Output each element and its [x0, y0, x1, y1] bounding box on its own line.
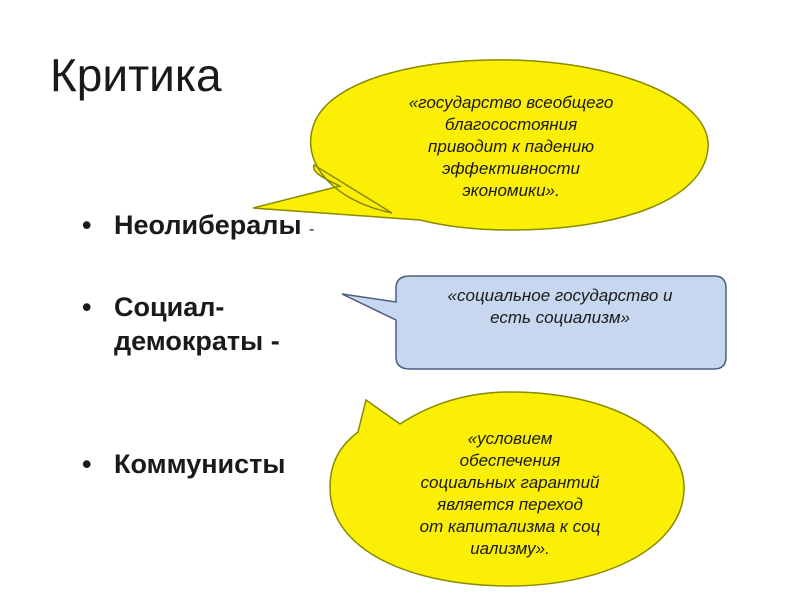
callout-line: иализму».	[470, 539, 550, 558]
callout-line: «государство всеобщего	[408, 93, 614, 112]
slide-title: Критика	[50, 49, 222, 101]
bullet-neoliberals-dash: -	[309, 221, 315, 238]
bullet-neoliberals: Неолибералы -	[82, 208, 315, 247]
callout-line: «социальное государство и	[447, 286, 673, 305]
neoliberal-callout-bubble	[252, 59, 709, 231]
bullet-communists: Коммунисты	[82, 447, 286, 481]
bullet-social-democrats-dash: -	[270, 326, 280, 356]
social-democrat-callout-bubble	[341, 275, 727, 370]
callout-line: эффективности	[441, 159, 581, 178]
bullet-neoliberals-label: Неолибералы	[114, 210, 302, 240]
bullet-social-democrats-line1: Социал-	[114, 292, 225, 322]
callout-line: социальных гарантий	[420, 473, 600, 492]
callout-line: экономики».	[462, 181, 560, 200]
bullet-social-democrats-line2: демократы	[114, 326, 264, 356]
callout-line: «условием	[467, 429, 553, 448]
social-democrat-callout-text: «социальное государство и есть социализм…	[405, 285, 715, 329]
callout-line: благосостояния	[444, 115, 578, 134]
callout-line: есть социализм»	[490, 308, 630, 327]
callout-line: является переход	[437, 495, 583, 514]
bullet-social-democrats: Социал- демократы -	[82, 290, 280, 358]
callout-line: обеспечения	[459, 451, 561, 470]
communist-callout-bubble	[329, 391, 685, 587]
bullet-communists-label: Коммунисты	[114, 449, 286, 479]
communist-callout-text: «условием обеспечения социальных гаранти…	[360, 428, 660, 560]
callout-line: от капитализма к соц	[419, 517, 601, 536]
neoliberal-callout-text: «государство всеобщего благосостояния пр…	[346, 92, 676, 202]
callout-line: приводит к падению	[428, 137, 594, 156]
